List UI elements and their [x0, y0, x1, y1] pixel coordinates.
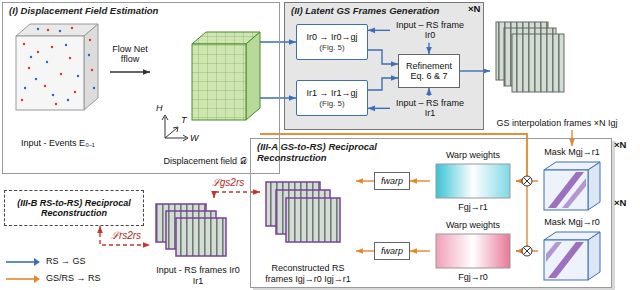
node-text: Warp weights	[446, 150, 500, 160]
node-text: (II) Latent GS Frames Generation	[291, 6, 439, 17]
legend-text: RS → GS	[46, 256, 86, 266]
event-cube	[16, 24, 98, 110]
edge-label: Flow Net fflow	[108, 44, 152, 65]
warp-image	[436, 234, 510, 268]
axis-label: H	[156, 103, 163, 113]
loss-connector	[100, 226, 150, 245]
input-rs-frames	[156, 204, 226, 256]
node-text: Mask Mgj→r1	[544, 147, 600, 157]
flow-arrow	[368, 50, 398, 64]
node-text: Input - RS frames Ir0 Ir1	[150, 265, 246, 286]
flow-arrow	[260, 41, 296, 42]
mask-cube	[544, 162, 600, 210]
node-text: (III-B RS-to-RS) Reciprocal Reconstructi…	[13, 198, 135, 219]
frame-stack: Reconstructed RS frames Igj→r0 Igj→r1	[260, 176, 356, 286]
axes	[162, 115, 188, 141]
mask-volume: Mask Mgj→r1	[538, 146, 606, 214]
flow-arrow	[110, 71, 150, 72]
loss-label: ℒrs2rs	[104, 230, 148, 242]
node-text: (Fig. 5)	[319, 99, 344, 108]
input-arrow	[428, 88, 429, 96]
multiplicity-label: ×N	[614, 140, 626, 151]
process-box: fwarp	[374, 242, 410, 260]
flow-arrow	[260, 97, 296, 98]
node-text: Displacement field 𝒟	[163, 156, 246, 166]
warp-weights: Warp weightsFgj→r0	[430, 220, 516, 282]
multiplicity-label: ×N	[614, 198, 626, 209]
input-label: Input – RS frame Ir1	[392, 98, 468, 119]
node-text: Ir0 → Ir0→gj	[306, 32, 357, 42]
axis-label: W	[190, 133, 199, 143]
flow-arrow	[410, 250, 430, 251]
legend-text: GS/RS → RS	[46, 273, 101, 283]
flow-arrow	[460, 70, 490, 71]
process-box: fwarp	[374, 172, 410, 190]
input-arrow	[368, 30, 390, 31]
flow-arrow	[356, 250, 374, 251]
node-text: Mask Mgj→r0	[544, 217, 600, 227]
loss-label: ℒgs2rs	[206, 177, 250, 189]
legend-sample	[6, 258, 40, 283]
process-box: Ir0 → Ir0→gj(Fig. 5)	[296, 24, 368, 60]
frame-stack: Input - RS frames Ir0 Ir1	[150, 198, 246, 288]
panel: (III-B RS-to-RS) Reciprocal Reconstructi…	[4, 190, 144, 226]
flow-arrow	[356, 180, 374, 181]
mask-cube	[544, 232, 600, 280]
mask-volume: Mask Mgj→r0	[538, 216, 606, 286]
node-text: (III-A GS-to-RS) Reciprocal Reconstructi…	[257, 142, 385, 164]
panel: (III-A GS-to-RS) Reciprocal Reconstructi…	[250, 138, 612, 288]
displacement-field: Displacement field 𝒟	[150, 28, 260, 168]
node-text: fwarp	[381, 246, 403, 256]
node-text: Reconstructed RS frames Igj→r0 Igj→r1	[260, 263, 356, 284]
input-arrow	[368, 108, 390, 109]
node-text: Refinement Eq. 6 & 7	[402, 61, 456, 82]
panel: (I) Displacement Field EstimationInput -…	[2, 2, 280, 174]
frame-stack: GS interpolation frames ×N Igj	[490, 16, 624, 130]
node-text: (Fig. 5)	[319, 43, 344, 52]
node-text: Ir1 → Ir1→gj	[306, 88, 357, 98]
warp-image	[436, 164, 510, 198]
node-text: Fgj→r1	[458, 202, 488, 212]
process-box: Ir1 → Ir1→gj(Fig. 5)	[296, 80, 368, 116]
process-box: Refinement Eq. 6 & 7	[398, 54, 460, 88]
panel-ground	[250, 138, 612, 288]
axis-label: T	[181, 115, 187, 125]
node-text: Input - Events E₀₋₁	[21, 138, 95, 148]
node-text: Fgj→r0	[458, 272, 488, 282]
event-volume: Input - Events E₀₋₁	[6, 20, 110, 150]
gs-frames	[496, 22, 564, 92]
multiplicity-label: ×N	[468, 4, 480, 15]
input-arrow	[428, 43, 429, 54]
loss-connector	[214, 192, 260, 198]
panel-ground	[284, 2, 484, 130]
node-text: (I) Displacement Field Estimation	[9, 6, 158, 17]
displacement-cube	[192, 32, 260, 120]
input-label: Input – RS frame Ir0	[392, 20, 468, 41]
node-text: fwarp	[381, 176, 403, 186]
node-text: GS interpolation frames ×N Igj	[497, 118, 618, 128]
flow-arrow	[368, 78, 398, 90]
node-text: Warp weights	[446, 220, 500, 230]
flow-arrow	[410, 180, 430, 181]
reconstructed-frames	[266, 182, 340, 242]
warp-weights: Warp weightsFgj→r1	[430, 150, 516, 212]
